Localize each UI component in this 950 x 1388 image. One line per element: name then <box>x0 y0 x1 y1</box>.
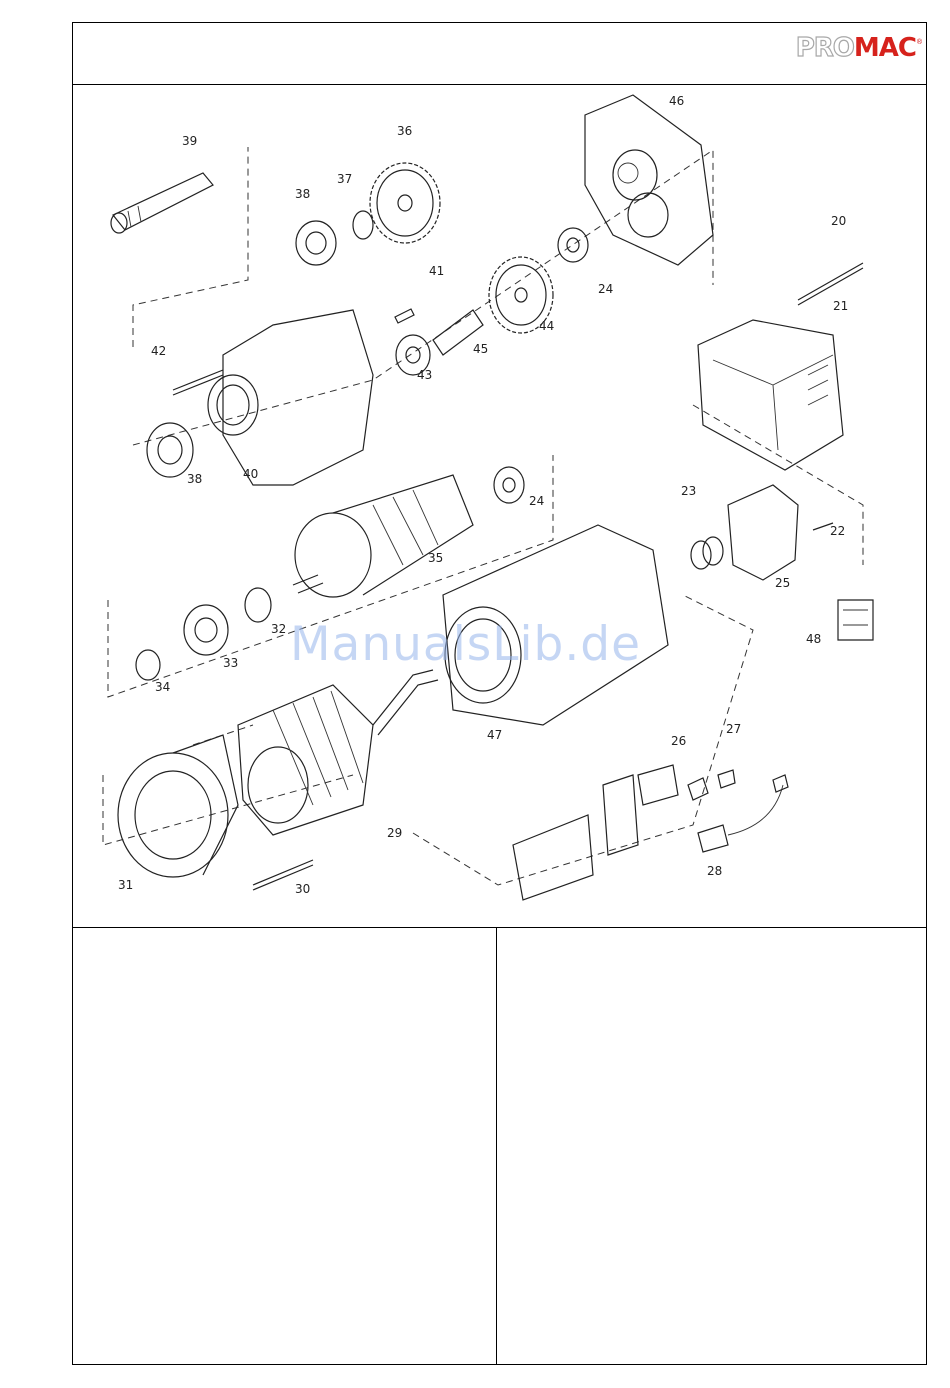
part-label: 38 <box>187 472 202 486</box>
lower-right-panel <box>497 928 928 1365</box>
part-23-rings <box>691 537 723 569</box>
part-31-end-cover <box>118 735 238 877</box>
part-label: 24 <box>598 282 613 296</box>
part-24-bearing-middle <box>494 467 524 503</box>
part-48-cable-gland <box>838 600 873 640</box>
part-40-gearbox-housing <box>208 310 373 485</box>
part-label: 35 <box>428 551 443 565</box>
part-26-27-terminals <box>688 770 735 800</box>
part-label: 20 <box>831 214 846 228</box>
part-34-circlip <box>136 650 160 680</box>
part-42-screw <box>173 370 223 395</box>
part-35-armature <box>293 475 473 597</box>
part-label: 33 <box>223 656 238 670</box>
part-36-gear <box>370 163 440 243</box>
logo-registered: ® <box>917 28 922 58</box>
part-label: 37 <box>337 172 352 186</box>
part-32-circlip <box>245 588 271 622</box>
part-label: 38 <box>295 187 310 201</box>
lower-left-panel <box>73 928 497 1365</box>
part-38-bearing-lower <box>147 423 193 477</box>
part-28-connector <box>698 775 788 852</box>
part-label: 30 <box>295 882 310 896</box>
part-29-stator <box>238 670 438 835</box>
part-label: 46 <box>669 94 684 108</box>
part-33-bearing <box>184 605 228 655</box>
part-39-shaft <box>111 173 213 233</box>
terminal-plate <box>603 775 638 855</box>
part-label: 32 <box>271 622 286 636</box>
logo-pro: PRO <box>796 33 854 63</box>
part-label: 43 <box>417 368 432 382</box>
terminal-bracket <box>513 815 593 900</box>
assembly-line <box>693 405 863 565</box>
part-label: 26 <box>671 734 686 748</box>
part-37-circlip <box>353 211 373 239</box>
assembly-line <box>133 147 248 347</box>
part-label: 40 <box>243 467 258 481</box>
promac-logo: PROMAC® <box>796 32 916 63</box>
part-label: 24 <box>529 494 544 508</box>
part-label: 22 <box>830 524 845 538</box>
terminal-clip <box>638 765 678 805</box>
parts-drawing: 39 36 37 38 46 41 24 20 21 42 45 43 44 3… <box>73 85 928 928</box>
part-label: 42 <box>151 344 166 358</box>
header-bar: PROMAC® <box>73 23 926 85</box>
part-label: 27 <box>726 722 741 736</box>
part-41-key <box>395 309 414 323</box>
part-label: 41 <box>429 264 444 278</box>
part-label: 44 <box>539 319 554 333</box>
part-label: 47 <box>487 728 502 742</box>
part-label: 31 <box>118 878 133 892</box>
part-20-screw <box>798 263 863 305</box>
part-24-bearing <box>558 228 588 262</box>
part-21-motor-cover <box>698 320 843 470</box>
part-label: 48 <box>806 632 821 646</box>
part-label: 21 <box>833 299 848 313</box>
exploded-parts-diagram: 39 36 37 38 46 41 24 20 21 42 45 43 44 3… <box>73 85 926 928</box>
part-label: 39 <box>182 134 197 148</box>
part-label: 29 <box>387 826 402 840</box>
assembly-line <box>133 150 713 445</box>
watermark: ManualsLib.de <box>290 617 641 672</box>
part-label: 45 <box>473 342 488 356</box>
logo-mac: MAC <box>854 33 916 63</box>
part-label: 28 <box>707 864 722 878</box>
part-label: 34 <box>155 680 170 694</box>
part-38-bearing <box>296 221 336 265</box>
page-frame: PROMAC® <box>72 22 927 1365</box>
part-25-brush-holder <box>728 485 798 580</box>
part-label: 23 <box>681 484 696 498</box>
part-label: 36 <box>397 124 412 138</box>
part-labels: 39 36 37 38 46 41 24 20 21 42 45 43 44 3… <box>118 94 848 896</box>
part-label: 25 <box>775 576 790 590</box>
part-46-gear-housing <box>585 95 713 265</box>
